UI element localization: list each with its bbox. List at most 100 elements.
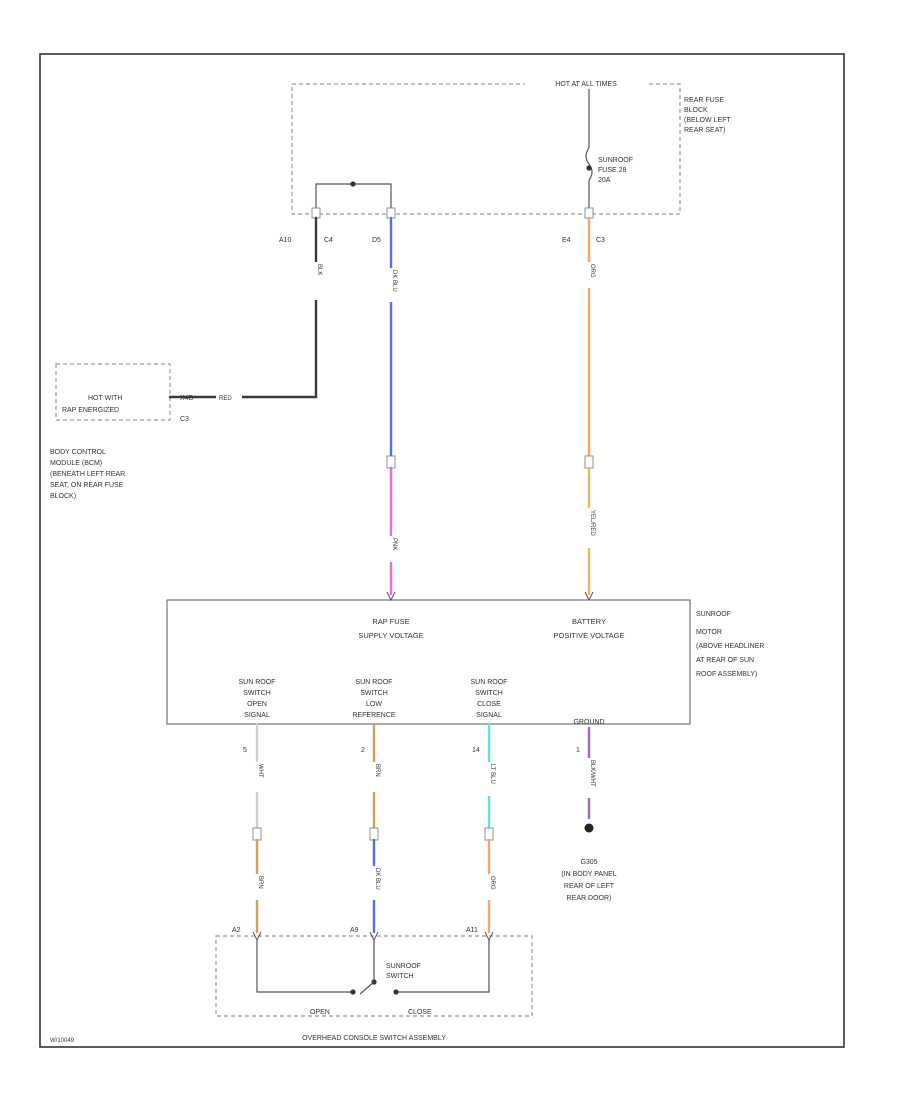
wire-blk — [168, 216, 318, 399]
wire-label-brn-open: BRN — [257, 876, 263, 889]
motor-rap-label: RAP FUSE SUPPLY VOLTAGE — [358, 617, 423, 640]
bcm-name: BODY CONTROL MODULE (BCM) (BENEATH LEFT … — [50, 449, 125, 500]
svg-text:BLOCK): BLOCK) — [50, 493, 76, 500]
svg-text:BATTERY: BATTERY — [572, 617, 606, 626]
diagram-frame — [39, 53, 845, 1048]
svg-text:D5: D5 — [372, 237, 381, 244]
svg-text:C3: C3 — [596, 237, 605, 244]
motor-open-label: SUN ROOF SWITCH OPEN SIGNAL — [239, 679, 276, 719]
motor-battery-label: BATTERY POSITIVE VOLTAGE — [554, 617, 625, 640]
svg-text:SEAT, ON REAR FUSE: SEAT, ON REAR FUSE — [50, 482, 124, 489]
inline-connector-open — [252, 827, 262, 841]
motor-ground-label: GROUND — [573, 719, 604, 726]
wire-label-org: ORG — [589, 264, 595, 278]
ground-icon — [584, 823, 594, 833]
switch-pin-labels: A2 A9 A11 — [232, 927, 478, 934]
svg-text:RAP FUSE: RAP FUSE — [372, 617, 409, 626]
svg-text:SWITCH: SWITCH — [243, 690, 271, 697]
switch-label: SUNROOF SWITCH — [386, 963, 421, 980]
svg-text:SWITCH: SWITCH — [475, 690, 503, 697]
sunroof-fuse-label: SUNROOF FUSE 28 20A — [598, 157, 633, 184]
switch-assembly-outline — [215, 935, 533, 1017]
svg-text:E4: E4 — [562, 237, 571, 244]
wire-label-dk-blu: DK BLU — [391, 270, 397, 292]
svg-text:SUPPLY VOLTAGE: SUPPLY VOLTAGE — [358, 631, 423, 640]
svg-text:SUNROOF: SUNROOF — [696, 611, 731, 618]
svg-text:5: 5 — [243, 747, 247, 754]
sunroof-motor-box — [166, 599, 691, 725]
svg-text:REAR OF LEFT: REAR OF LEFT — [564, 883, 615, 890]
svg-text:SUN ROOF: SUN ROOF — [356, 679, 393, 686]
bcm-pin: X4B — [180, 395, 194, 402]
svg-text:SUN ROOF: SUN ROOF — [471, 679, 508, 686]
svg-text:OPEN: OPEN — [247, 701, 267, 708]
svg-text:SUNROOF: SUNROOF — [598, 157, 633, 164]
svg-text:20A: 20A — [598, 177, 611, 184]
motor-low-ref-label: SUN ROOF SWITCH LOW REFERENCE — [352, 679, 396, 719]
bcm-connector: C3 — [180, 416, 189, 423]
wire-label-blk: BLK — [316, 264, 322, 275]
motor-bottom-pins: 5 2 14 1 — [243, 747, 580, 754]
wire-label-blk-wht: BLK/WHT — [589, 760, 595, 787]
svg-text:REAR SEAT): REAR SEAT) — [684, 127, 726, 134]
switch-contact-icon — [359, 981, 375, 995]
switch-open-label: OPEN — [310, 1009, 330, 1016]
hot-at-all-times-label: HOT AT ALL TIMES — [555, 81, 617, 88]
wire-label-red: RED — [219, 396, 232, 402]
svg-text:ROOF ASSEMBLY): ROOF ASSEMBLY) — [696, 671, 757, 678]
svg-text:REAR FUSE: REAR FUSE — [684, 97, 724, 104]
wire-label-yel-red: YEL/RED — [589, 510, 595, 536]
wire-label-org-close: ORG — [489, 876, 495, 890]
svg-text:1: 1 — [576, 747, 580, 754]
svg-text:MOTOR: MOTOR — [696, 629, 722, 636]
svg-text:SWITCH: SWITCH — [360, 690, 388, 697]
svg-text:(IN BODY PANEL: (IN BODY PANEL — [561, 871, 616, 878]
svg-text:(BELOW LEFT: (BELOW LEFT — [684, 117, 731, 124]
switch-circuit — [256, 940, 490, 993]
svg-text:A2: A2 — [232, 927, 241, 934]
svg-text:CLOSE: CLOSE — [477, 701, 501, 708]
inline-connector-close — [484, 827, 494, 841]
fuse-icon — [585, 147, 593, 181]
svg-text:C4: C4 — [324, 237, 333, 244]
switch-assembly-name: OVERHEAD CONSOLE SWITCH ASSEMBLY — [302, 1035, 446, 1042]
svg-text:FUSE 28: FUSE 28 — [598, 167, 627, 174]
rear-fuse-block-outline — [291, 83, 681, 215]
wire-label-wht: WHT — [257, 764, 263, 778]
svg-text:SUN ROOF: SUN ROOF — [239, 679, 276, 686]
svg-text:SUNROOF: SUNROOF — [386, 963, 421, 970]
wire-label-dk-blu-lowref: DK BLU — [374, 868, 380, 890]
svg-text:SIGNAL: SIGNAL — [476, 712, 502, 719]
inline-connector-battery — [584, 455, 594, 469]
rear-fuse-block-name: REAR FUSE BLOCK (BELOW LEFT REAR SEAT) — [684, 97, 731, 134]
motor-close-label: SUN ROOF SWITCH CLOSE SIGNAL — [471, 679, 508, 719]
svg-text:14: 14 — [472, 747, 480, 754]
svg-text:(ABOVE HEADLINER: (ABOVE HEADLINER — [696, 643, 764, 650]
svg-text:(BENEATH LEFT REAR: (BENEATH LEFT REAR — [50, 471, 125, 478]
svg-text:MODULE (BCM): MODULE (BCM) — [50, 460, 102, 467]
inline-connector-lowref — [369, 827, 379, 841]
svg-text:SWITCH: SWITCH — [386, 973, 414, 980]
svg-text:REAR DOOR): REAR DOOR) — [567, 895, 612, 902]
svg-text:HOT WITH: HOT WITH — [88, 395, 122, 402]
bcm-text: HOT WITH RAP ENERGIZED — [62, 395, 122, 414]
inline-connector-rap — [386, 455, 396, 469]
ground-g305-label: G305 (IN BODY PANEL REAR OF LEFT REAR DO… — [561, 859, 616, 902]
wire-label-pnk: PNK — [391, 538, 397, 550]
wire-label-brn-lowref: BRN — [374, 764, 380, 777]
wire-label-lt-blu: LT BLU — [489, 764, 495, 784]
svg-text:A9: A9 — [350, 927, 359, 934]
svg-text:BODY CONTROL: BODY CONTROL — [50, 449, 106, 456]
svg-text:AT REAR OF SUN: AT REAR OF SUN — [696, 657, 754, 664]
svg-text:2: 2 — [361, 747, 365, 754]
svg-text:SIGNAL: SIGNAL — [244, 712, 270, 719]
svg-text:POSITIVE VOLTAGE: POSITIVE VOLTAGE — [554, 631, 625, 640]
fuse-block-connectors — [311, 207, 594, 219]
svg-text:G305: G305 — [580, 859, 597, 866]
bcm-outline — [55, 363, 171, 421]
svg-text:BLOCK: BLOCK — [684, 107, 708, 114]
internal-bus — [315, 183, 392, 210]
svg-text:REFERENCE: REFERENCE — [352, 712, 396, 719]
fuse-block-pin-labels: A10 C4 D5 E4 C3 — [279, 237, 605, 244]
